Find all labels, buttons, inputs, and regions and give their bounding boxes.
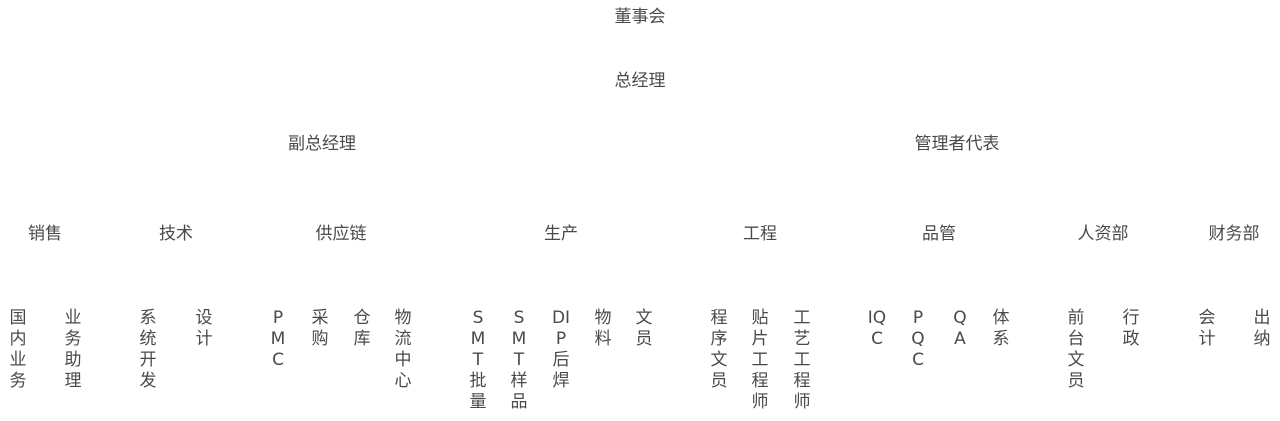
- department-engineering: 工程: [743, 224, 777, 244]
- role-business-assistant: 业务助理: [64, 308, 82, 391]
- role-purchasing: 采购: [311, 308, 329, 349]
- role-front-desk-clerk: 前台文员: [1067, 308, 1085, 391]
- role-iqc: IQC: [867, 308, 887, 349]
- board-of-directors-node: 董事会: [614, 7, 666, 27]
- management-representative-node: 管理者代表: [914, 134, 1000, 154]
- role-clerk: 文员: [635, 308, 653, 349]
- department-finance: 财务部: [1208, 224, 1260, 244]
- role-warehouse: 仓库: [353, 308, 371, 349]
- department-hr: 人资部: [1077, 224, 1129, 244]
- role-domestic-business: 国内业务: [9, 308, 27, 391]
- department-technology: 技术: [159, 224, 193, 244]
- role-pmc: PMC: [270, 308, 286, 370]
- role-logistics-center: 物流中心: [394, 308, 412, 391]
- general-manager-node: 总经理: [614, 71, 666, 91]
- department-production: 生产: [544, 224, 578, 244]
- role-materials: 物料: [594, 308, 612, 349]
- role-program-clerk: 程序文员: [710, 308, 728, 391]
- role-administration: 行政: [1122, 308, 1140, 349]
- role-process-engineer: 工艺工程师: [793, 308, 811, 412]
- role-system: 体系: [992, 308, 1010, 349]
- role-system-development: 系统开发: [139, 308, 157, 391]
- role-dip-post-solder: DIP后焊: [551, 308, 571, 391]
- department-sales: 销售: [28, 224, 62, 244]
- role-cashier: 出纳: [1253, 308, 1271, 349]
- deputy-general-manager-node: 副总经理: [288, 134, 356, 154]
- role-smt-engineer: 贴片工程师: [751, 308, 769, 412]
- role-accounting: 会计: [1198, 308, 1216, 349]
- role-design: 设计: [195, 308, 213, 349]
- role-smt-sample: SMT样品: [510, 308, 528, 412]
- role-qa: QA: [953, 308, 967, 349]
- department-quality: 品管: [922, 224, 956, 244]
- role-pqc: PQC: [911, 308, 925, 370]
- department-supply-chain: 供应链: [315, 224, 367, 244]
- role-smt-batch: SMT批量: [469, 308, 487, 412]
